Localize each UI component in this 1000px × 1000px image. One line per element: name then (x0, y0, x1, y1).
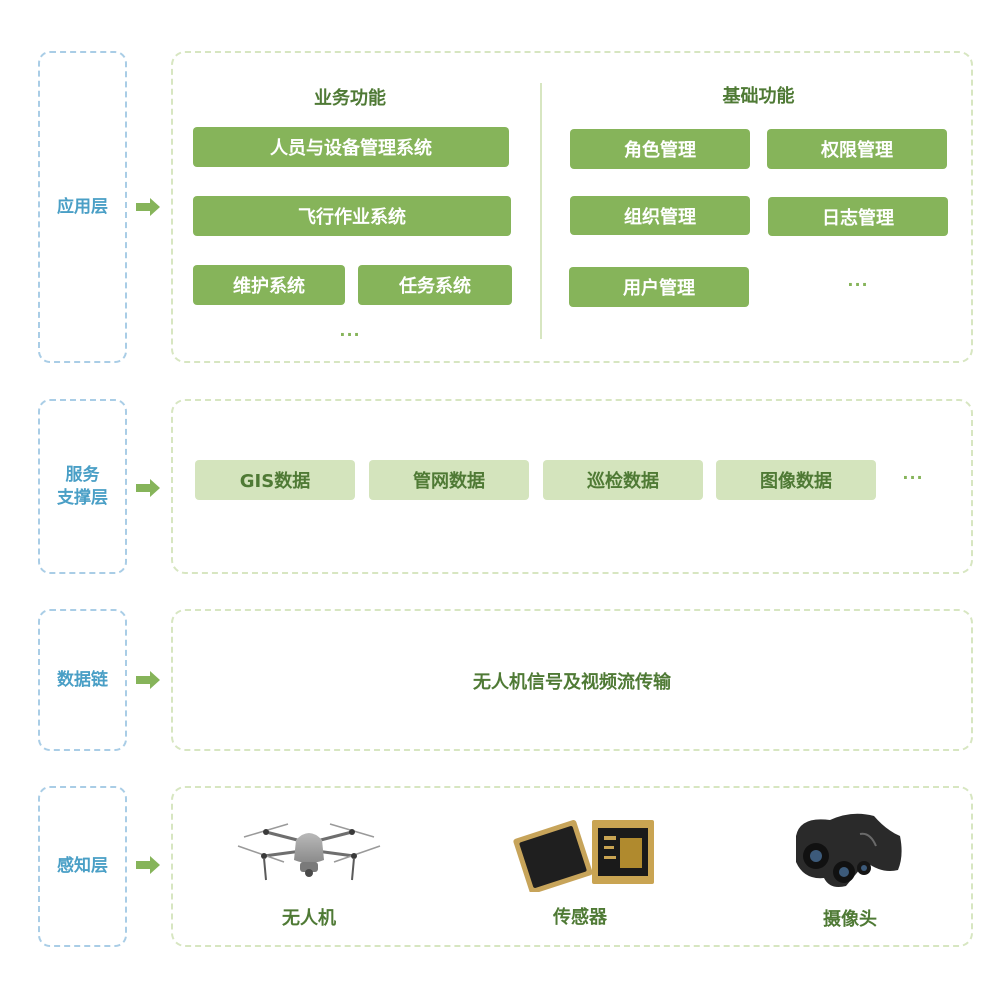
basic-item-label: 日志管理 (822, 207, 894, 229)
service-item-label: 管网数据 (413, 471, 485, 492)
business-item-personnel-equipment[interactable]: 人员与设备管理系统 (193, 127, 509, 167)
business-item-maintenance[interactable]: 维护系统 (193, 265, 345, 305)
service-more-ellipsis: ··· (902, 468, 924, 487)
layer-label-application: 应用层 (38, 51, 127, 363)
service-item-pipe-network-data[interactable]: 管网数据 (369, 460, 529, 500)
service-layer-label-line2: 支撑层 (57, 487, 108, 508)
service-item-image-data[interactable]: 图像数据 (716, 460, 876, 500)
basic-more-ellipsis: ··· (847, 275, 869, 294)
device-caption-sensor: 传感器 (553, 907, 607, 928)
business-item-tasks[interactable]: 任务系统 (358, 265, 512, 305)
basic-functions-title: 基础功能 (722, 86, 795, 107)
basic-item-organization-management[interactable]: 组织管理 (570, 196, 750, 235)
perception-layer-box (171, 786, 973, 947)
basic-item-label: 用户管理 (623, 278, 695, 299)
device-caption-drone: 无人机 (282, 908, 336, 929)
arrow-right-icon (136, 856, 160, 874)
business-item-label: 任务系统 (399, 276, 471, 297)
arrow-right-icon (136, 479, 160, 497)
business-item-flight-operations[interactable]: 飞行作业系统 (193, 196, 511, 236)
layer-label-perception: 感知层 (38, 786, 127, 947)
layer-label-datalink: 数据链 (38, 609, 127, 751)
perception-layer-label: 感知层 (57, 856, 108, 876)
basic-item-label: 组织管理 (624, 206, 696, 228)
datalink-description: 无人机信号及视频流传输 (473, 672, 671, 693)
service-item-label: 图像数据 (760, 471, 832, 492)
business-item-label: 飞行作业系统 (298, 207, 406, 228)
application-layer-label: 应用层 (57, 196, 108, 217)
service-item-gis-data[interactable]: GIS数据 (195, 460, 355, 500)
datalink-layer-box (171, 609, 973, 751)
basic-item-label: 角色管理 (624, 140, 696, 161)
business-item-label: 人员与设备管理系统 (270, 138, 432, 159)
application-layer-box (171, 51, 973, 363)
service-layer-label-line1: 服务 (65, 464, 100, 485)
service-item-label: 巡检数据 (587, 471, 659, 492)
section-divider (540, 83, 542, 339)
camera-icon (796, 813, 902, 887)
service-item-inspection-data[interactable]: 巡检数据 (543, 460, 703, 500)
service-item-label: GIS数据 (239, 471, 311, 492)
arrow-right-icon (136, 671, 160, 689)
drone-icon (237, 823, 381, 881)
layer-label-service: 服务 支撑层 (38, 399, 127, 574)
basic-item-user-management[interactable]: 用户管理 (569, 267, 749, 307)
sensor-chip-icon (513, 820, 654, 892)
basic-item-role-management[interactable]: 角色管理 (570, 129, 750, 169)
business-item-label: 维护系统 (233, 276, 305, 297)
service-layer-box (171, 399, 973, 574)
device-caption-camera: 摄像头 (823, 909, 877, 930)
basic-item-log-management[interactable]: 日志管理 (768, 197, 948, 236)
basic-item-label: 权限管理 (821, 140, 893, 161)
business-functions-title: 业务功能 (314, 88, 386, 109)
business-more-ellipsis: ··· (339, 325, 361, 344)
arrow-right-icon (136, 198, 160, 216)
datalink-layer-label: 数据链 (57, 669, 108, 690)
basic-item-permission-management[interactable]: 权限管理 (767, 129, 947, 169)
